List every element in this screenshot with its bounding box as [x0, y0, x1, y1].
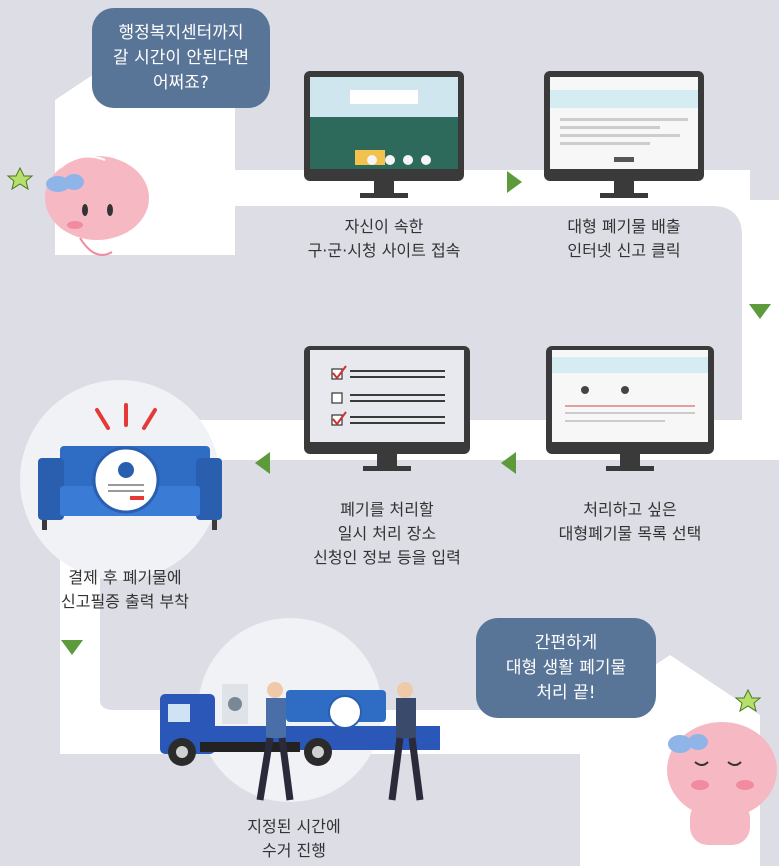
arrow-left-icon [501, 452, 516, 474]
arrow-left-icon [255, 452, 270, 474]
arrow-down-icon [61, 640, 83, 655]
character-worried-icon [6, 155, 149, 256]
worry-speech-bubble: 행정복지센터까지 갈 시간이 안된다면 어쩌죠? [92, 8, 270, 108]
arrow-down-icon [749, 304, 771, 319]
character-happy-icon [667, 688, 777, 845]
step-6-caption: 지정된 시간에 수거 진행 [247, 817, 341, 860]
checklist-monitor-icon [304, 346, 470, 471]
website-monitor-icon [304, 71, 464, 198]
step-1-caption: 자신이 속한 구·군·시청 사이트 접속 [307, 217, 461, 260]
step-4-caption: 폐기를 처리할 일시 처리 장소 신청인 정보 등을 입력 [313, 500, 461, 567]
step-2-caption: 대형 폐기물 배출 인터넷 신고 클릭 [567, 217, 681, 260]
item-list-monitor-icon [546, 346, 714, 471]
step-3-caption: 처리하고 싶은 대형폐기물 목록 선택 [558, 500, 702, 543]
collection-truck-icon [160, 682, 440, 801]
done-speech-bubble: 간편하게 대형 생활 폐기물 처리 끝! [476, 618, 656, 718]
arrow-right-icon [507, 171, 522, 193]
step-5-caption: 결제 후 폐기물에 신고필증 출력 부착 [61, 568, 189, 611]
report-monitor-icon [544, 71, 704, 198]
sofa-with-sticker-icon [38, 403, 222, 530]
